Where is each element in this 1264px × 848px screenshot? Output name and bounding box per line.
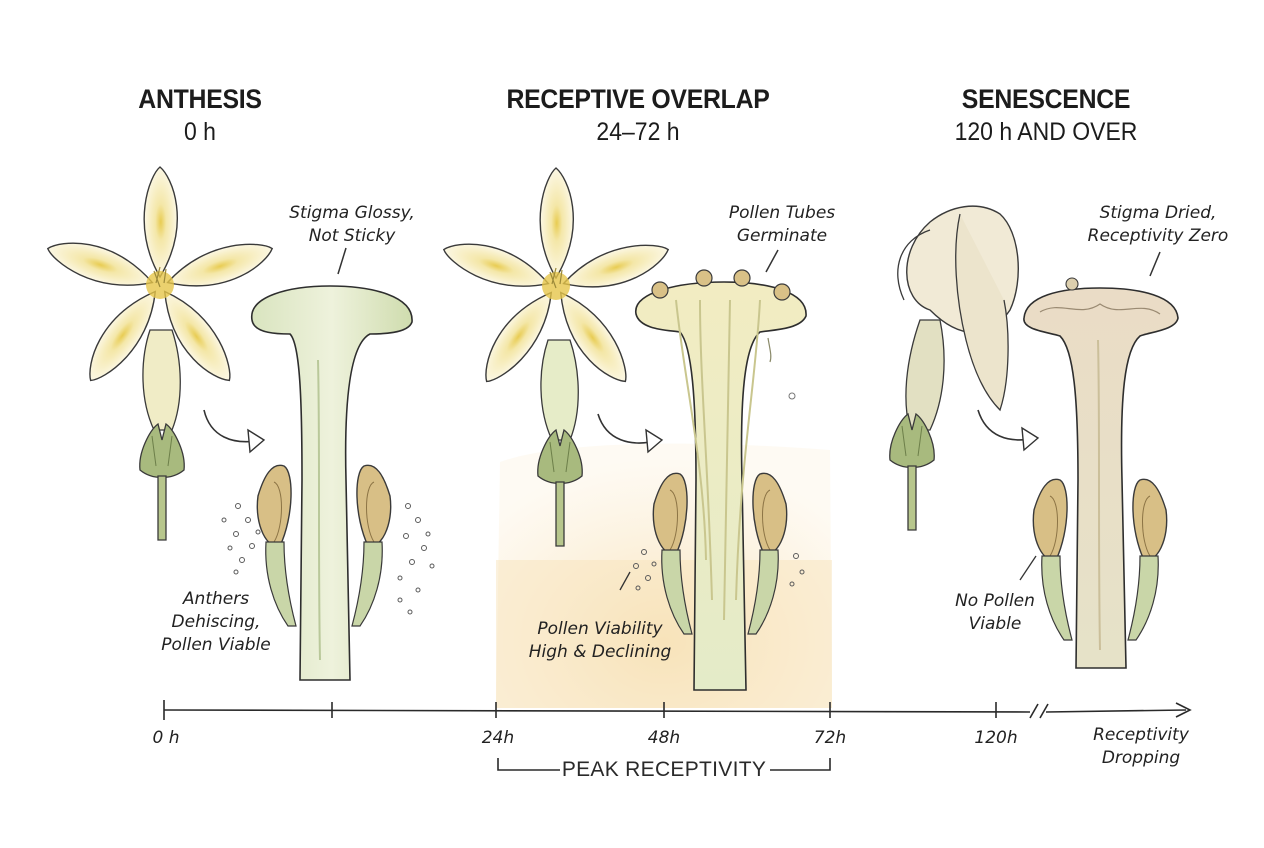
stage-time-senescence: 120 h AND OVER [954,118,1138,146]
tick-label-24h: 24h [481,728,515,748]
tick-label-120h: 120h [974,728,1018,748]
stage-time-anthesis: 0 h [184,118,216,146]
note-no-pollen: No Pollen Viable [955,591,1035,634]
stage-time-receptive: 24–72 h [596,118,680,146]
timeline-axis [163,700,1192,771]
anthesis-flower [42,166,279,541]
note-pollen-viability: Pollen Viability High & Declining [528,619,672,662]
anthesis-stigma-section [251,285,413,681]
tick-label-0h: 0 h [152,728,180,748]
stage-title-receptive: RECEPTIVE OVERLAP [506,84,770,114]
peak-receptivity-label: PEAK RECEPTIVITY [561,758,767,781]
anthesis-pollen-dots [221,503,435,615]
note-stigma-dried: Stigma Dried, Receptivity Zero [1087,203,1229,246]
receptive-flower [438,167,675,547]
note-stigma-glossy: Stigma Glossy, Not Sticky [289,203,415,246]
stage-title-anthesis: ANTHESIS [138,84,262,114]
receptive-pollen-dots [633,549,805,591]
senescent-flower [889,205,1019,531]
receptive-stigma-section [635,269,807,691]
receptivity-dropping-label: Receptivity Dropping [1093,725,1189,768]
tick-label-72h: 72h [813,728,847,748]
note-anthers-dehiscing: Anthers Dehiscing, Pollen Viable [161,589,271,655]
note-pollen-tubes: Pollen Tubes Germinate [728,203,836,246]
stage-title-senescence: SENESCENCE [961,84,1131,114]
tick-label-48h: 48h [647,728,681,748]
senescent-stigma-section [1023,277,1179,669]
